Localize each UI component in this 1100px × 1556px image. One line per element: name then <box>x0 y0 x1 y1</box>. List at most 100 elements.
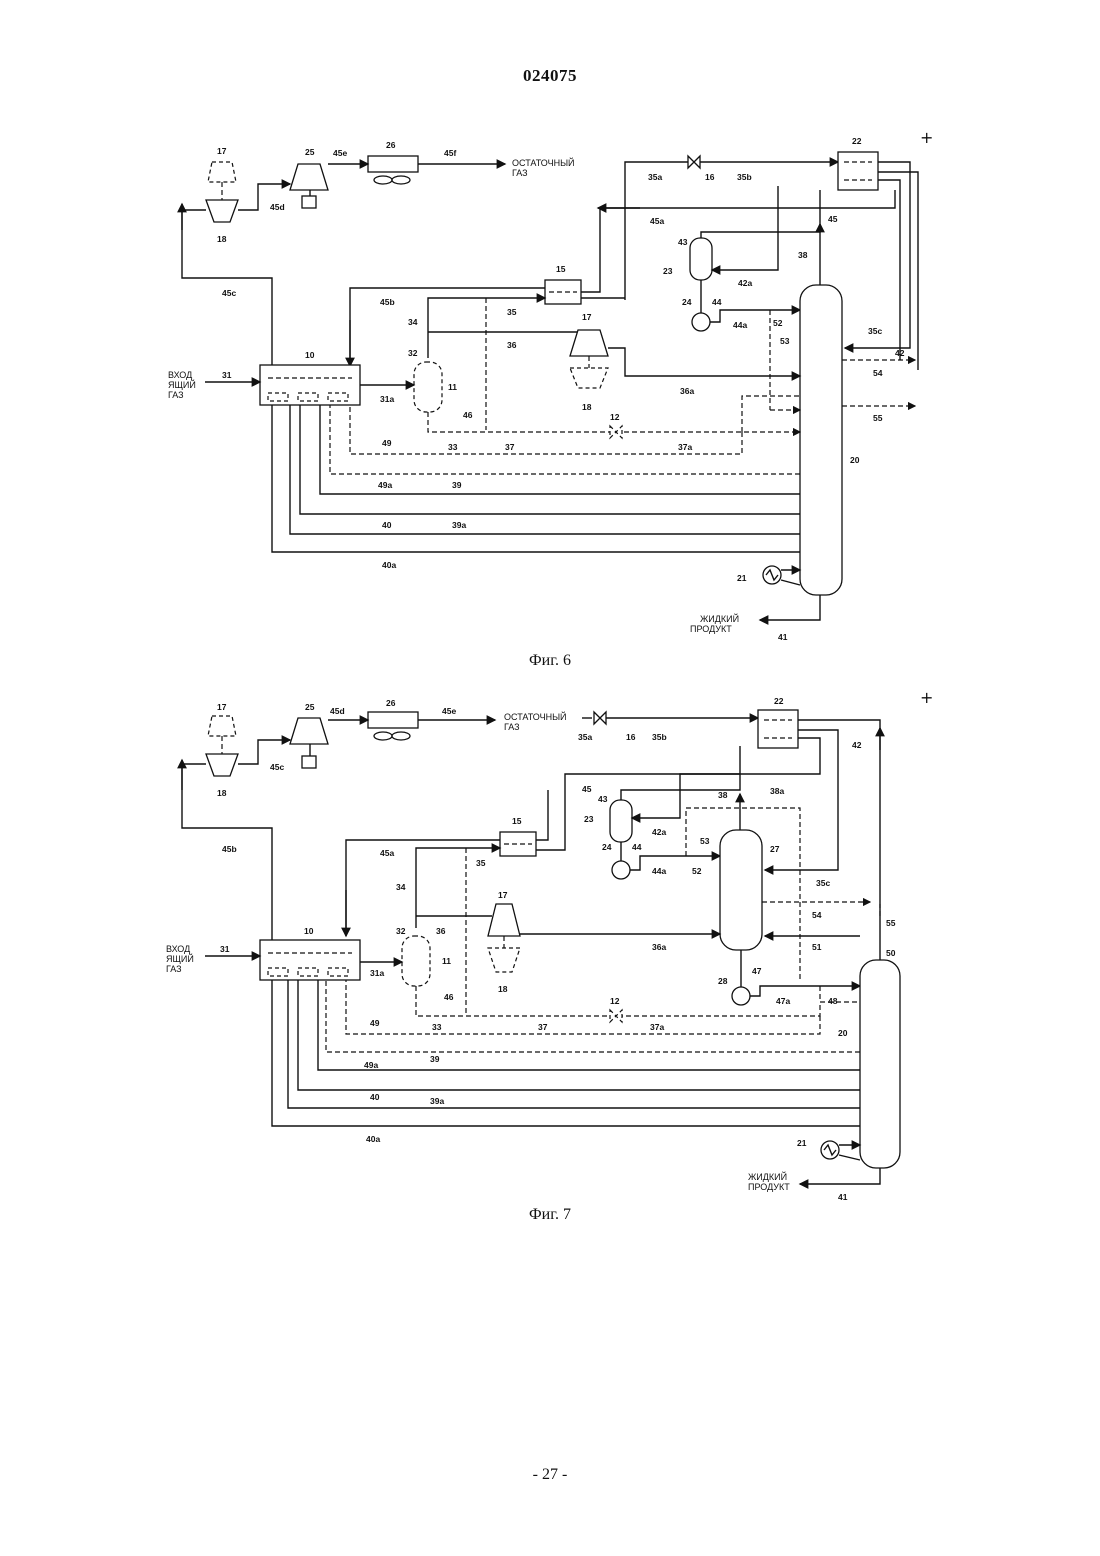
label-45b: 45b <box>222 844 237 854</box>
label-28: 28 <box>718 976 728 986</box>
label-15: 15 <box>556 264 566 274</box>
label-31: 31 <box>220 944 230 954</box>
figure-6-diagram: 17 18 25 26 45d 45e 45f ОСТАТОЧНЫЙ ГАЗ 4… <box>0 120 1100 650</box>
label-22: 22 <box>852 136 862 146</box>
valve-12 <box>610 1010 622 1022</box>
residue-gas-label-line2: ГАЗ <box>512 168 528 178</box>
label-44a: 44a <box>733 320 747 330</box>
label-46: 46 <box>444 992 454 1002</box>
label-49: 49 <box>370 1018 380 1028</box>
compressor-18-dashed <box>570 368 608 388</box>
separator-11 <box>414 362 442 412</box>
label-39a: 39a <box>430 1096 444 1106</box>
label-45a: 45a <box>380 848 394 858</box>
label-17-mid: 17 <box>582 312 592 322</box>
label-45e: 45e <box>442 706 456 716</box>
label-24: 24 <box>682 297 692 307</box>
label-36: 36 <box>507 340 517 350</box>
cooler-26 <box>368 712 418 728</box>
label-45a: 45a <box>650 216 664 226</box>
compressor-25-driver <box>302 756 316 768</box>
expander-18 <box>206 754 238 776</box>
label-39a: 39a <box>452 520 466 530</box>
label-42: 42 <box>895 348 905 358</box>
inlet-gas-label-line3: ГАЗ <box>168 390 184 400</box>
reflux-drum-23 <box>690 238 712 280</box>
heat-exchanger-22 <box>838 152 878 190</box>
label-53: 53 <box>780 336 790 346</box>
compressor-25 <box>290 164 328 190</box>
fractionation-column-20 <box>860 960 900 1168</box>
pump-28 <box>732 987 750 1005</box>
label-25: 25 <box>305 147 315 157</box>
expander-18 <box>206 200 238 222</box>
label-12: 12 <box>610 996 620 1006</box>
figure-7-caption: Фиг. 7 <box>0 1206 1100 1224</box>
absorber-column-27 <box>720 830 762 950</box>
label-54: 54 <box>873 368 883 378</box>
label-15: 15 <box>512 816 522 826</box>
label-18: 18 <box>217 788 227 798</box>
compressor-17-top <box>208 162 236 182</box>
label-11: 11 <box>448 382 457 392</box>
label-36: 36 <box>436 926 446 936</box>
label-21: 21 <box>737 573 747 583</box>
label-45: 45 <box>582 784 592 794</box>
label-40: 40 <box>370 1092 380 1102</box>
label-44: 44 <box>632 842 642 852</box>
label-21: 21 <box>797 1138 807 1148</box>
label-52: 52 <box>773 318 783 328</box>
label-11: 11 <box>442 956 451 966</box>
label-40: 40 <box>382 520 392 530</box>
inlet-gas-label-line2: ЯЩИЙ <box>166 953 194 964</box>
label-47a: 47a <box>776 996 790 1006</box>
label-41: 41 <box>838 1192 848 1200</box>
label-35a: 35a <box>648 172 662 182</box>
label-45b: 45b <box>380 297 395 307</box>
compressor-17-top <box>208 716 236 736</box>
label-42: 42 <box>852 740 862 750</box>
label-35: 35 <box>476 858 486 868</box>
label-52: 52 <box>692 866 702 876</box>
label-17-mid: 17 <box>498 890 508 900</box>
compressor-18-dashed <box>488 948 520 972</box>
label-20: 20 <box>838 1028 848 1038</box>
fractionation-column-20 <box>800 285 842 595</box>
label-45c: 45c <box>222 288 236 298</box>
label-55: 55 <box>886 918 896 928</box>
label-50: 50 <box>886 948 896 958</box>
label-35: 35 <box>507 307 517 317</box>
label-20: 20 <box>850 455 860 465</box>
cooler-26 <box>368 156 418 172</box>
liquid-product-label-line1: ЖИДКИЙ <box>700 613 739 624</box>
label-36a: 36a <box>680 386 694 396</box>
label-41: 41 <box>778 632 788 642</box>
label-33: 33 <box>432 1022 442 1032</box>
label-42a: 42a <box>738 278 752 288</box>
label-40a: 40a <box>366 1134 380 1144</box>
label-22: 22 <box>774 696 784 706</box>
separator-11 <box>402 936 430 986</box>
label-17: 17 <box>217 146 227 156</box>
label-26: 26 <box>386 140 396 150</box>
label-31: 31 <box>222 370 232 380</box>
label-36a: 36a <box>652 942 666 952</box>
label-37a: 37a <box>678 442 692 452</box>
label-40a: 40a <box>382 560 396 570</box>
compressor-25-driver <box>302 196 316 208</box>
label-31a: 31a <box>380 394 394 404</box>
page-footer: - 27 - <box>0 1466 1100 1484</box>
page-number: 024075 <box>0 66 1100 86</box>
label-23: 23 <box>663 266 673 276</box>
label-10: 10 <box>305 350 315 360</box>
residue-gas-label-line1: ОСТАТОЧНЫЙ <box>504 711 567 722</box>
reflux-drum-23 <box>610 800 632 842</box>
label-32: 32 <box>408 348 418 358</box>
figure-7-diagram: 17 18 25 26 45c 45d 45e ОСТАТОЧНЫЙ ГАЗ 4… <box>0 690 1100 1200</box>
label-44: 44 <box>712 297 722 307</box>
label-49a: 49a <box>378 480 392 490</box>
label-54: 54 <box>812 910 822 920</box>
label-25: 25 <box>305 702 315 712</box>
liquid-product-label-line1: ЖИДКИЙ <box>748 1171 787 1182</box>
label-37: 37 <box>505 442 515 452</box>
